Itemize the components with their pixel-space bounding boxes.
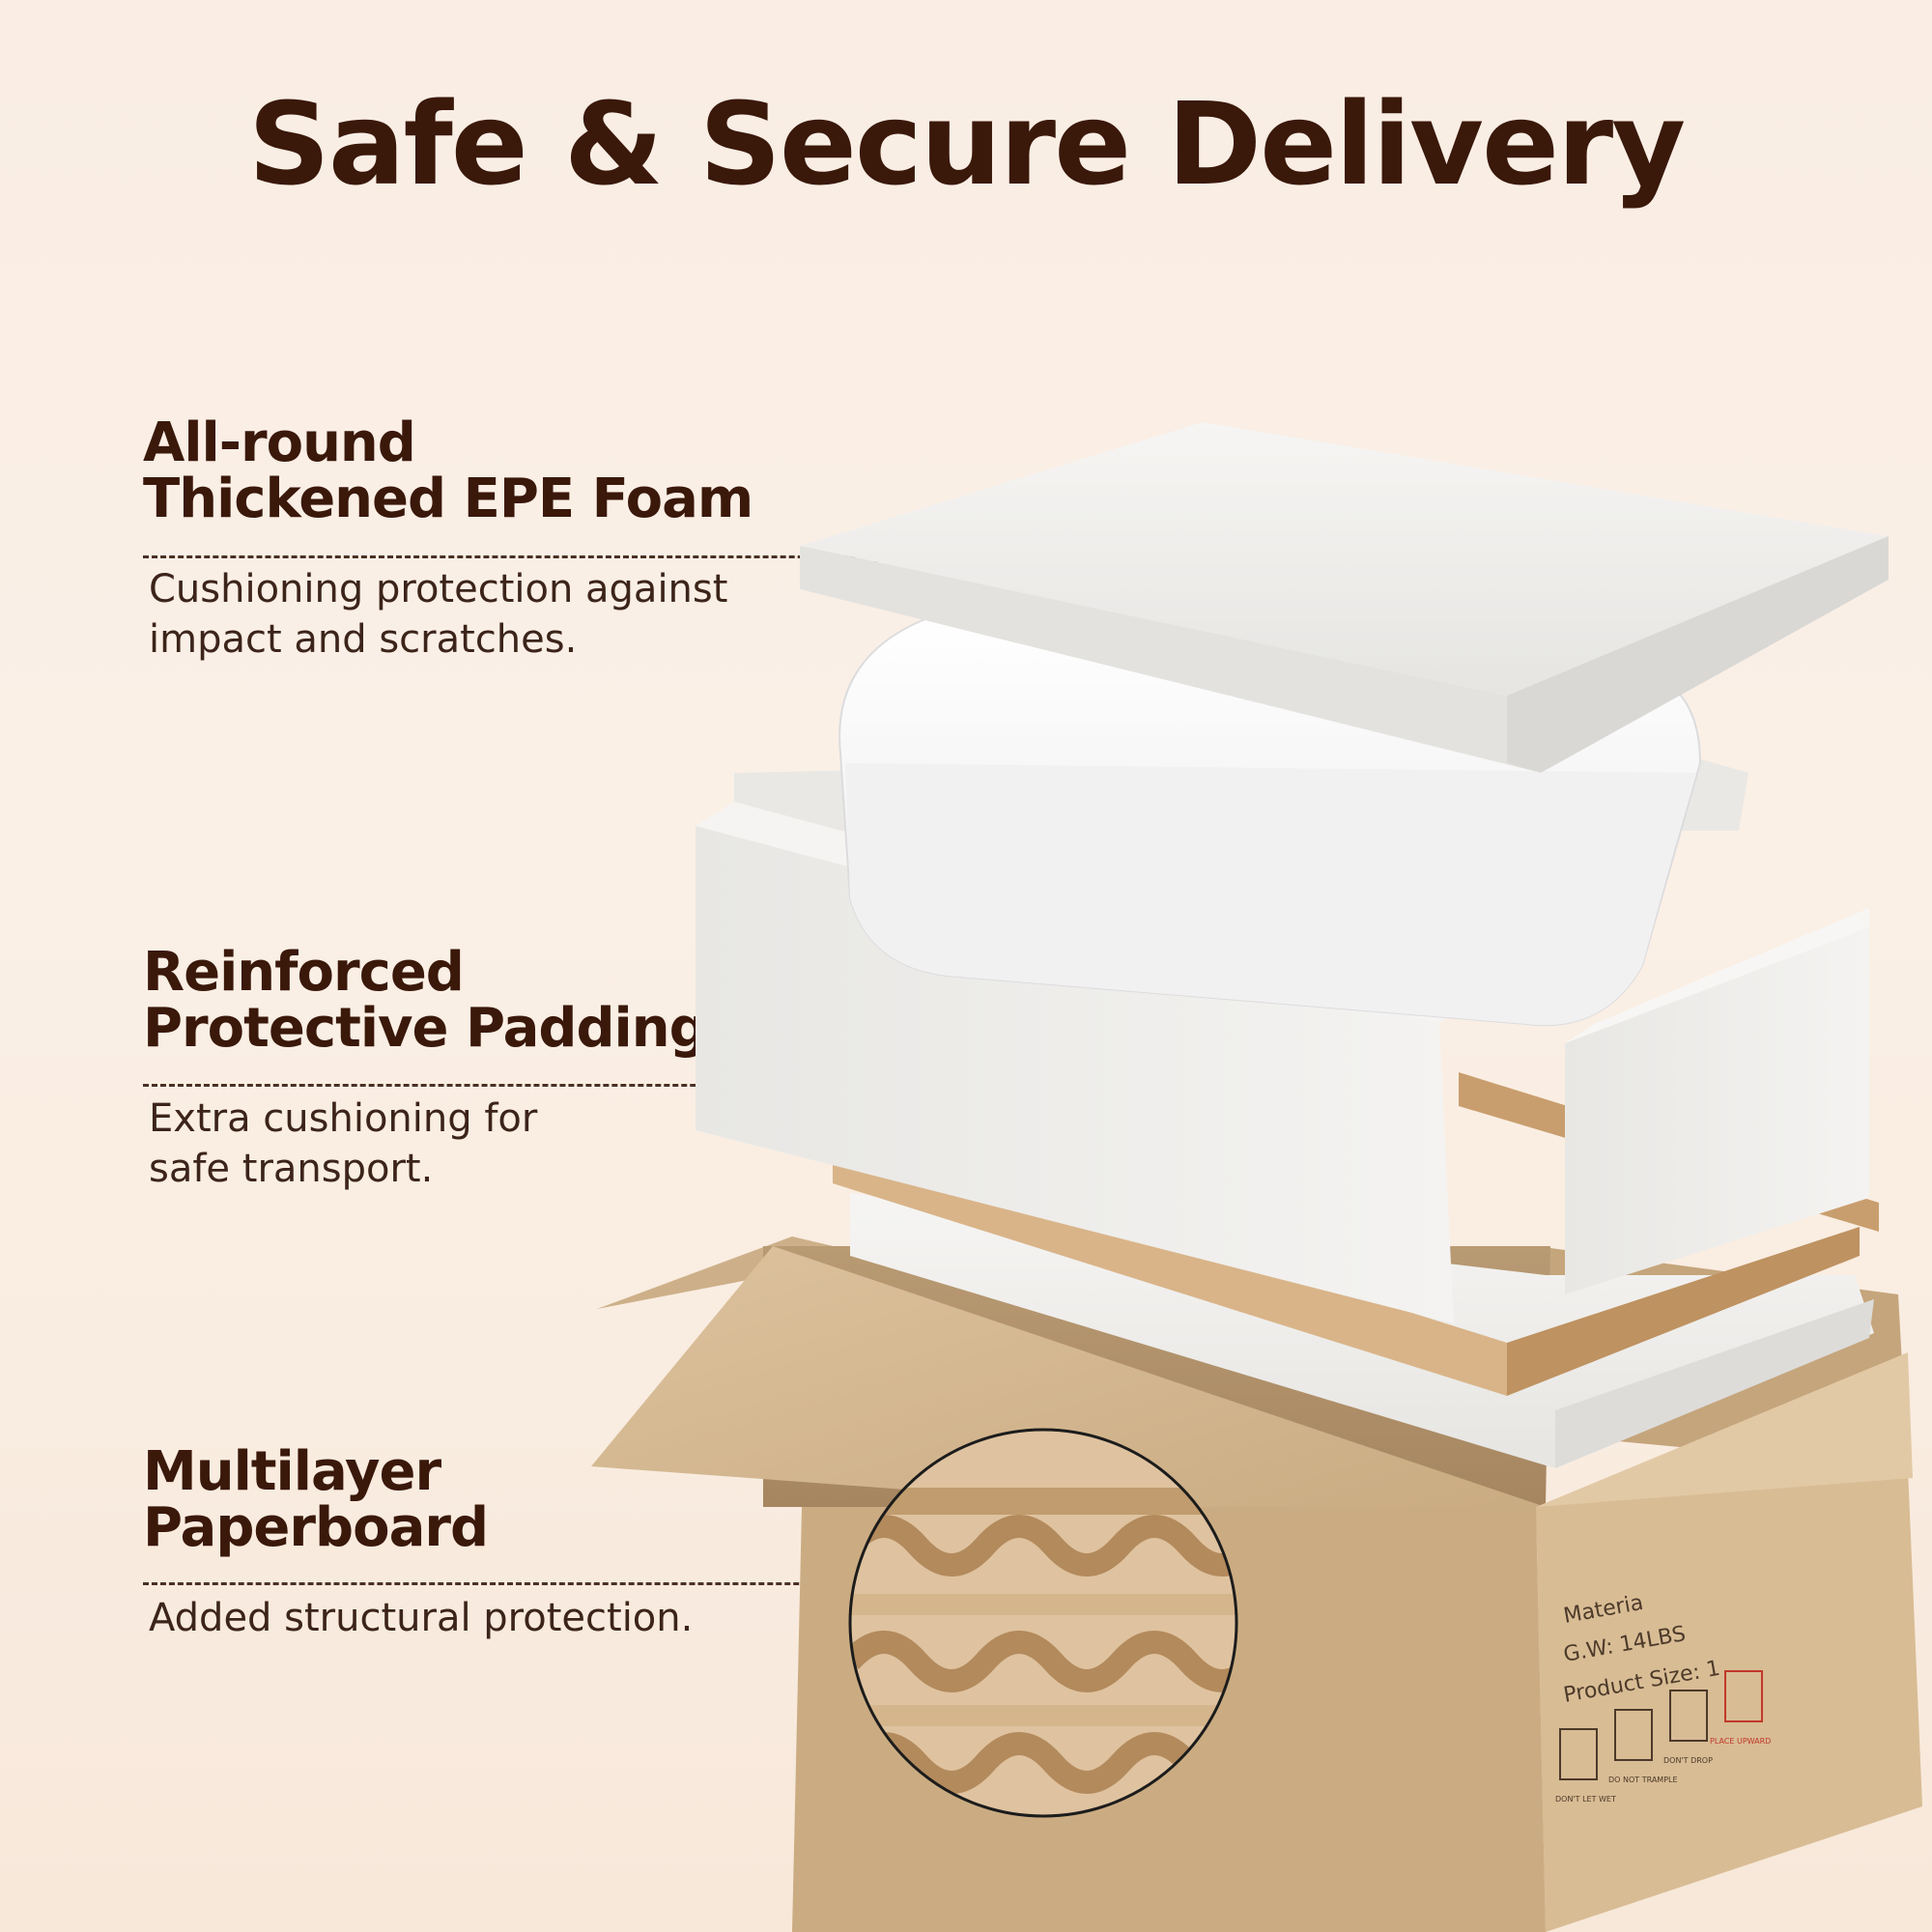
svg-text:PLACE UPWARD: PLACE UPWARD xyxy=(1710,1737,1771,1746)
feature-heading: Reinforced Protective Padding xyxy=(143,941,708,1060)
feature-description: Extra cushioning for safe transport. xyxy=(149,1096,538,1191)
sink-basin xyxy=(838,616,1702,1027)
no-trample-icon xyxy=(1614,1709,1653,1761)
leader-line-foam xyxy=(143,555,873,558)
this-side-up-icon xyxy=(1724,1670,1763,1722)
feature-protective-padding: Reinforced Protective Padding Extra cush… xyxy=(143,945,877,1194)
leader-line-padding xyxy=(143,1084,869,1087)
feature-heading: All-round Thickened EPE Foam xyxy=(143,412,753,530)
feature-description: Cushioning protection against impact and… xyxy=(149,567,728,662)
feature-heading: Multilayer Paperboard xyxy=(143,1440,489,1559)
page-title: Safe & Secure Delivery xyxy=(247,77,1686,211)
svg-text:DON'T DROP: DON'T DROP xyxy=(1663,1756,1713,1765)
feature-epe-foam: All-round Thickened EPE Foam Cushioning … xyxy=(143,415,877,665)
feature-description: Added structural protection. xyxy=(149,1596,694,1640)
feature-paperboard: Multilayer Paperboard Added structural p… xyxy=(143,1444,877,1643)
svg-text:DON'T LET WET: DON'T LET WET xyxy=(1555,1795,1616,1804)
svg-text:DO NOT TRAMPLE: DO NOT TRAMPLE xyxy=(1608,1776,1678,1784)
fragile-icon xyxy=(1669,1690,1708,1742)
foam-top-plate xyxy=(800,422,1889,773)
leader-line-paperboard xyxy=(143,1582,877,1585)
umbrella-icon xyxy=(1559,1728,1598,1780)
